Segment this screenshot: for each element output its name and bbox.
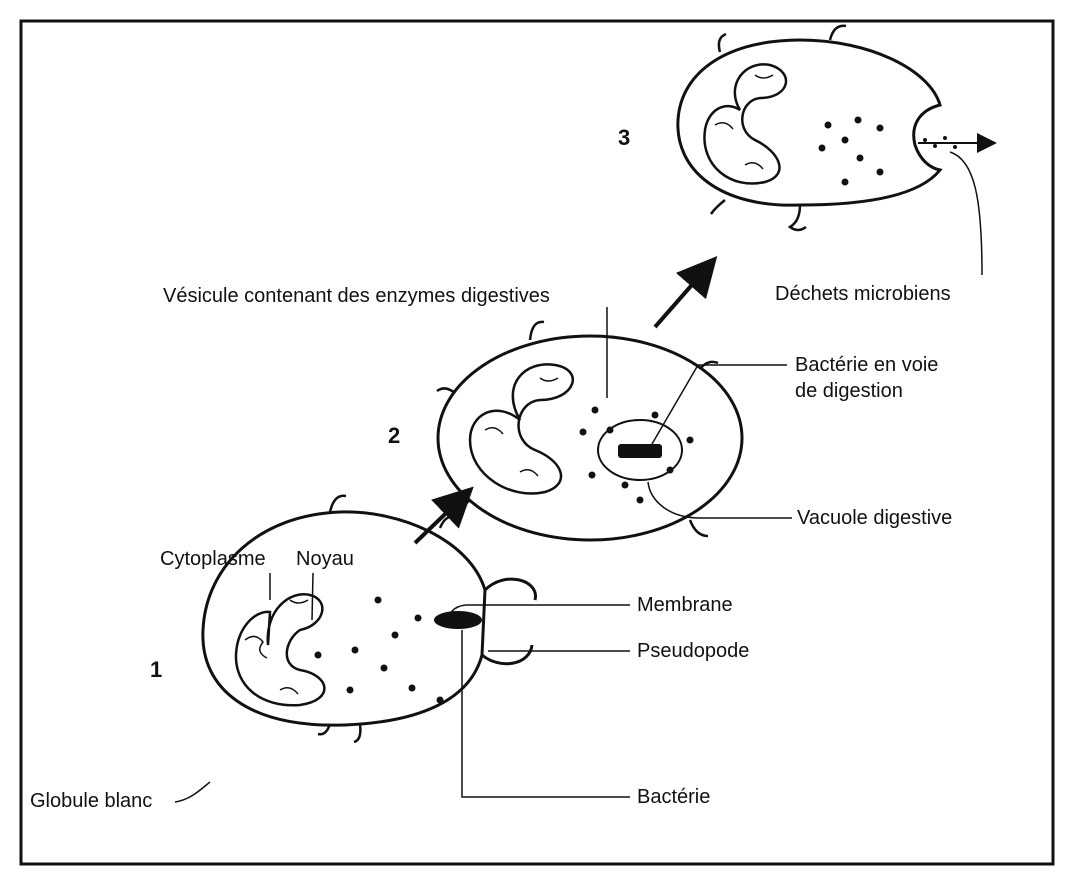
label-pseudopod: Pseudopode (637, 640, 749, 662)
stage-number-3: 3 (618, 125, 630, 150)
membrane-spike (437, 388, 455, 393)
bacterium (434, 611, 482, 629)
leader-waste (950, 152, 982, 275)
stage-number-1: 1 (150, 657, 162, 682)
label-white-cell: Globule blanc (30, 790, 152, 812)
progression-arrow-1-to-2 (415, 492, 468, 543)
cell-stage-3 (678, 26, 993, 230)
label-bacteria: Bactérie (637, 786, 710, 808)
label-cytoplasm: Cytoplasme (160, 548, 266, 570)
label-waste: Déchets microbiens (775, 283, 951, 305)
membrane-spike (711, 200, 725, 214)
label-nucleus: Noyau (296, 548, 354, 570)
membrane-spike (830, 26, 846, 40)
cell-stage-2 (437, 322, 742, 540)
pseudopod (482, 645, 532, 664)
membrane-spike (719, 34, 726, 52)
membrane-spike (354, 724, 360, 742)
label-vesicle: Vésicule contenant des enzymes digestive… (163, 285, 550, 307)
label-membrane: Membrane (637, 594, 733, 616)
membrane-spike (690, 520, 708, 536)
leader-bacteria (462, 630, 630, 797)
label-bacteria-digesting-line2: de digestion (795, 380, 903, 402)
leader-white-cell (175, 782, 210, 802)
label-digestive-vacuole: Vacuole digestive (797, 507, 952, 529)
pseudopod (485, 579, 535, 600)
membrane-spike (330, 496, 346, 512)
cell-stage-1 (203, 496, 536, 742)
stage-number-2: 2 (388, 423, 400, 448)
progression-arrow-2-to-3 (655, 262, 712, 327)
label-bacteria-digesting-line1: Bactérie en voie (795, 354, 938, 376)
bacterium-digesting (618, 444, 662, 458)
membrane-spike (790, 205, 806, 230)
leader-nucleus (312, 573, 313, 620)
membrane-spike (530, 322, 544, 340)
